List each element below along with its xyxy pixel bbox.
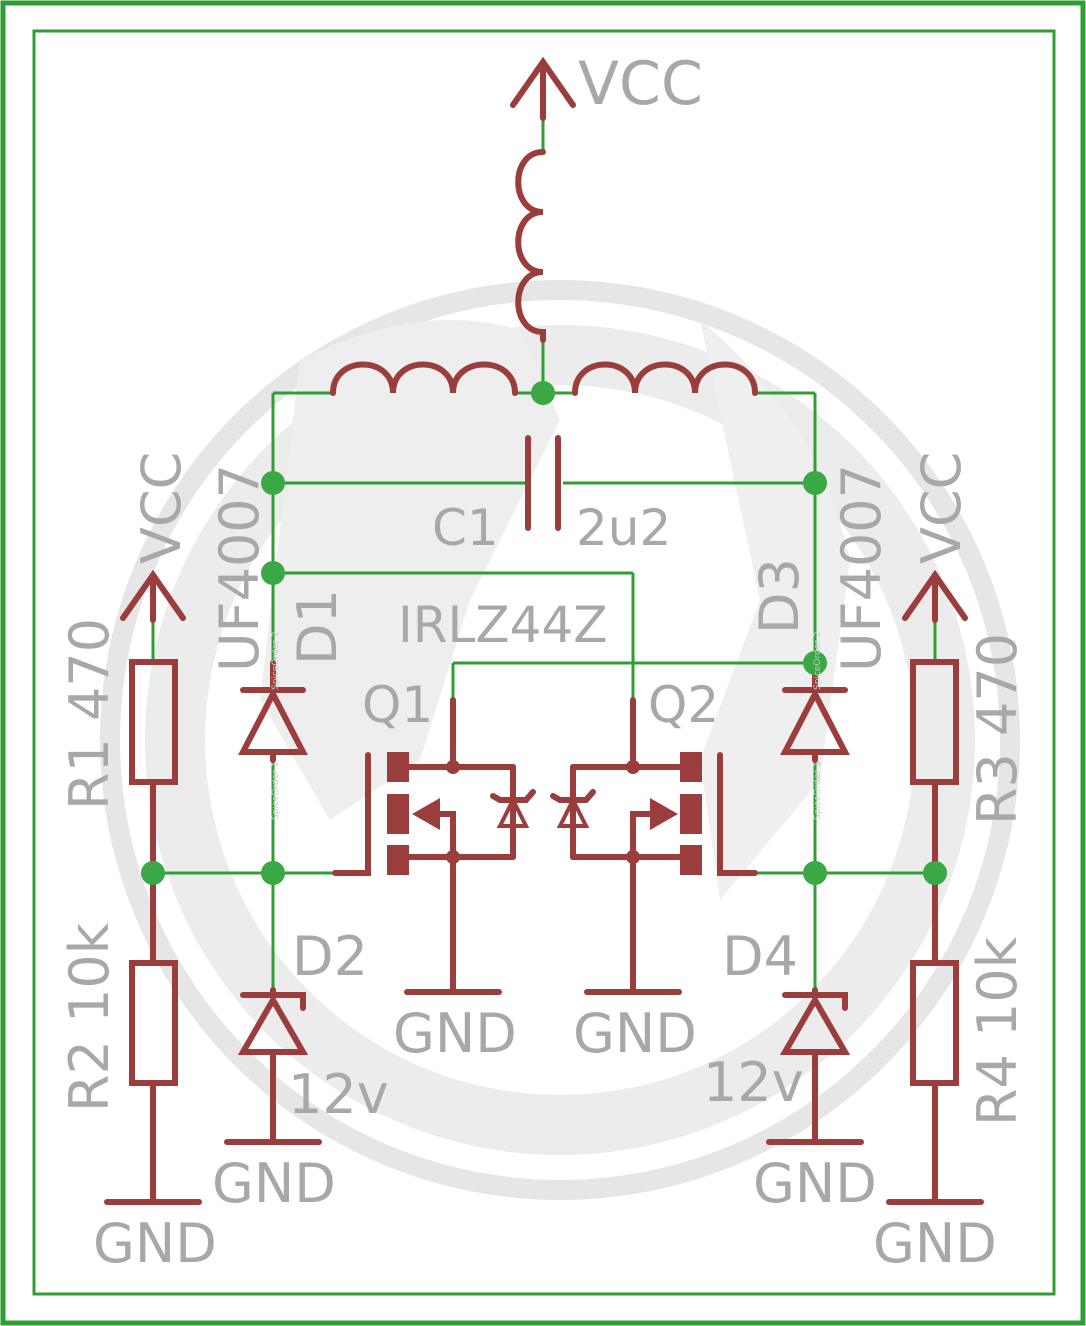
mosfet-q2	[550, 697, 758, 995]
resistor-r1	[129, 659, 178, 876]
label-d3-part: UF4007	[830, 464, 893, 672]
label-spice-d3: SpiceOrder 1	[813, 761, 823, 820]
label-r3: R3 470	[966, 633, 1029, 825]
label-gnd-q1: GND	[393, 1002, 517, 1065]
label-d2-value: 12v	[288, 1063, 389, 1126]
zener-d2	[224, 987, 322, 1145]
label-c1-value: 2u2	[576, 499, 671, 557]
vcc-right-symbol	[902, 569, 968, 623]
label-spice-d1b: SpiceOrder 2	[271, 631, 281, 690]
mosfet-q1	[332, 697, 536, 995]
label-d3-name: D3	[748, 558, 811, 634]
label-mosfet-part: IRLZ44Z	[398, 596, 607, 654]
vcc-top-symbol	[510, 56, 576, 121]
label-c1-name: C1	[432, 499, 499, 557]
frame-inner	[32, 29, 1056, 1296]
resistor-r2	[104, 870, 202, 1205]
inductor-primary	[330, 361, 758, 396]
label-d1-part: UF4007	[208, 464, 271, 672]
label-gnd-r4: GND	[873, 1212, 997, 1275]
inductor-vertical	[515, 149, 546, 343]
label-gnd-d2: GND	[212, 1152, 336, 1215]
label-vcc-left: VCC	[130, 452, 193, 564]
label-r4: R4 10k	[966, 936, 1029, 1126]
label-r1: R1 470	[58, 618, 121, 810]
label-gnd-d4: GND	[753, 1152, 877, 1215]
label-vcc-top: VCC	[578, 49, 703, 119]
label-r2: R2 10k	[58, 922, 121, 1112]
junctions	[141, 381, 947, 885]
resistor-r4	[886, 870, 984, 1205]
label-d4-name: D4	[722, 925, 798, 988]
label-d2-name: D2	[292, 925, 368, 988]
label-spice-d1: SpiceOrder 1	[271, 761, 281, 820]
resistor-r3	[910, 659, 959, 876]
label-spice-d3b: SpiceOrder 2	[813, 631, 823, 690]
label-q1-name: Q1	[362, 676, 433, 734]
label-gnd-r2: GND	[93, 1212, 217, 1275]
label-vcc-right: VCC	[910, 452, 973, 564]
zener-d4	[766, 987, 864, 1145]
capacitor-c1	[525, 435, 561, 531]
watermark-logo	[100, 280, 1020, 1200]
vcc-left-symbol	[120, 569, 186, 623]
label-gnd-q2: GND	[573, 1002, 697, 1065]
label-q2-name: Q2	[648, 676, 719, 734]
label-d1-name: D1	[286, 589, 349, 665]
label-d4-value: 12v	[703, 1051, 804, 1114]
diode-d1	[238, 660, 308, 763]
